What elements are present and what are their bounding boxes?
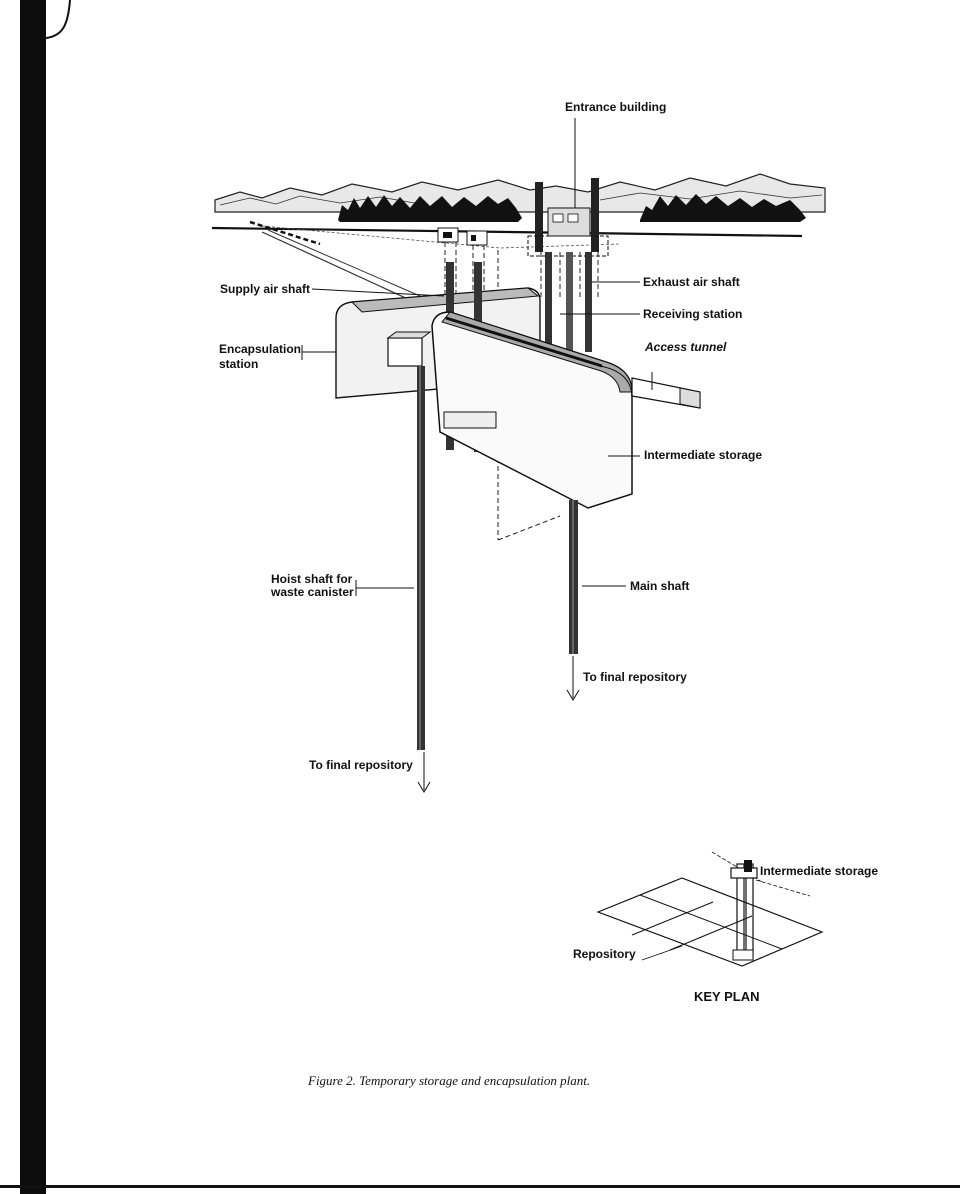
label-main-shaft: Main shaft	[630, 579, 690, 593]
label-intermediate-storage: Intermediate storage	[644, 448, 763, 462]
main-shaft	[566, 500, 580, 701]
surface-huts	[437, 227, 488, 246]
label-supply-air-shaft: Supply air shaft	[220, 282, 311, 296]
bottom-rule	[0, 1185, 960, 1188]
keyplan-title: KEY PLAN	[694, 989, 760, 1004]
label-entrance-building: Entrance building	[565, 100, 667, 114]
label-leaders	[301, 281, 653, 596]
intermediate-storage-vault	[431, 311, 633, 509]
ground-surface	[211, 220, 803, 301]
access-tunnel	[631, 377, 701, 409]
scan-mark	[45, 0, 71, 39]
label-to-final-repository-right: To final repository	[583, 670, 687, 684]
label-access-tunnel: Access tunnel	[645, 340, 727, 354]
label-receiving-station: Receiving station	[643, 307, 743, 321]
label-to-final-repository-left: To final repository	[309, 758, 413, 772]
page-edge-bar	[20, 0, 46, 1194]
figure-caption: Figure 2. Temporary storage and encapsul…	[308, 1073, 591, 1088]
label-hoist-shaft-1: Hoist shaft for	[271, 572, 353, 586]
label-hoist-shaft-2: waste canister	[271, 585, 354, 599]
entrance-building	[527, 178, 609, 257]
exhaust-shafts	[545, 252, 592, 352]
label-encapsulation-station-1: Encapsulation	[219, 342, 302, 356]
keyplan-label-intermediate-storage: Intermediate storage	[760, 864, 879, 878]
label-encapsulation-station-2: station	[219, 357, 259, 371]
landscape	[214, 173, 826, 222]
label-exhaust-air-shaft: Exhaust air shaft	[643, 275, 740, 289]
hoist-shaft	[417, 366, 431, 793]
key-plan-drawing	[596, 851, 824, 967]
keyplan-label-repository: Repository	[573, 947, 636, 961]
